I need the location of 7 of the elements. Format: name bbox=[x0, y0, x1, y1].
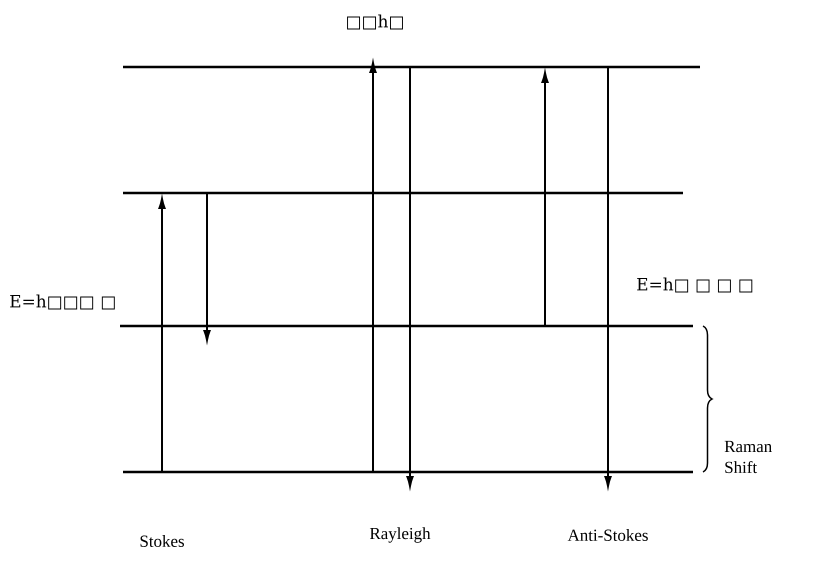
text-label: Rayleigh bbox=[370, 527, 430, 543]
text-label: Stokes bbox=[140, 535, 184, 547]
text-label: Anti-Stokes bbox=[568, 529, 648, 541]
energy-level-line bbox=[120, 324, 693, 328]
energy-level-line bbox=[123, 192, 683, 194]
text-label: E=h□ □ □ □ bbox=[637, 278, 752, 292]
energy-level-line bbox=[123, 470, 693, 474]
